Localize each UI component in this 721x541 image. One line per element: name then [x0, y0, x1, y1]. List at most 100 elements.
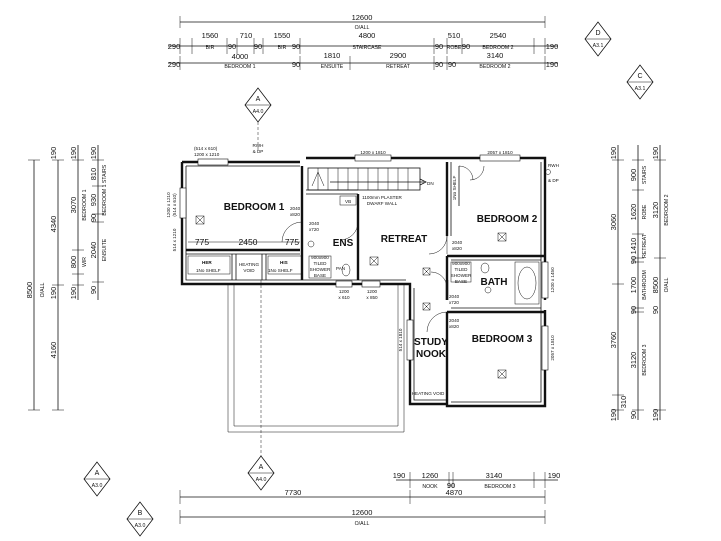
bottom-dimensions: 190 1260 NOOK 90 3140 BEDROOM 3 190 7730… — [179, 471, 561, 527]
dim-t5: 190 — [546, 60, 559, 69]
note-pan: PAN — [336, 266, 345, 271]
ground-floor-outline — [227, 285, 405, 433]
note-rwh-2: RWH — [548, 163, 559, 168]
top-overall-label: O/ALL — [355, 25, 370, 31]
marker-a-bottom: A A4.0 — [247, 280, 275, 491]
note-door-2: 2040 — [309, 221, 320, 226]
left-c-90: 90 — [89, 214, 98, 222]
bottom-190a: 190 — [393, 471, 406, 480]
marker-a-bottom-ref: A4.0 — [256, 477, 267, 483]
dim-bed1-label: BEDROOM 1 — [224, 64, 255, 70]
right-retreat-label: RETREAT — [642, 233, 648, 258]
bath-walls — [445, 256, 545, 314]
bottom-1260: 1260 — [422, 471, 439, 480]
left-overall-label: O/ALL — [40, 283, 46, 298]
bottom-7730: 7730 — [285, 488, 302, 497]
note-shower1: 900x900 — [311, 255, 329, 260]
left-small-2: 90 — [89, 286, 98, 294]
room-bedroom-2: BEDROOM 2 — [477, 214, 538, 225]
note-dp-2: & DP — [548, 178, 559, 183]
note-rwh: RWH — [253, 143, 264, 148]
dim-bir1-label: BIR — [206, 45, 215, 51]
left-dimensions: 8500 O/ALL 4340 4160 3070 BEDROOM 1 800 … — [25, 145, 108, 411]
left-800: 800 — [69, 256, 78, 269]
note-dwarf-wall-1: 1100mm PLASTER — [362, 195, 402, 200]
note-shelf-his: 1No SHELF — [268, 268, 293, 273]
note-shower2b: TILED — [454, 267, 468, 272]
right-90b: 90 — [629, 306, 638, 314]
dim-retreat-label: RETREAT — [386, 64, 411, 70]
left-190b: 190 — [69, 287, 78, 300]
right-3760: 3760 — [609, 332, 618, 349]
door-swings — [281, 221, 448, 333]
room-bath: BATH — [480, 277, 507, 288]
right-900: 900 — [629, 169, 638, 182]
marker-a-left-ref: A3.0 — [92, 483, 103, 489]
note-win-b1-top1: (514 x 610) — [194, 146, 218, 151]
left-c-190: 190 — [89, 147, 98, 160]
note-shower1d: BASE — [314, 273, 326, 278]
bottom-190b: 190 — [548, 471, 561, 480]
note-dim-2450: 2450 — [239, 237, 258, 247]
right-1410: 1410 — [629, 238, 638, 255]
right-bed3-label: BEDROOM 3 — [642, 344, 648, 375]
note-win-ens1b: x 610 — [338, 295, 350, 300]
top-overall-dim: 12600 — [352, 13, 373, 22]
left-overall-dim: 8500 — [25, 282, 34, 299]
right-dimensions: 3060 3760 190 190 310 900 STAIRS 1620 RO… — [609, 145, 670, 421]
dim-bed2a-label: BEDROOM 2 — [482, 45, 513, 51]
dim-t3: 90 — [435, 60, 443, 69]
right-a-190a: 190 — [609, 147, 618, 160]
marker-a-top: A A4.0 — [244, 87, 272, 150]
windows — [179, 154, 549, 371]
dim-ensuite: 1810 — [324, 51, 341, 60]
note-door-4: 2040 — [449, 294, 460, 299]
note-win-b1-side2: (514 x 610) — [172, 193, 177, 217]
marker-c-letter: C — [637, 73, 642, 80]
left-small-1: 190 — [69, 147, 78, 160]
dim-bed2a: 2540 — [490, 31, 507, 40]
note-win-b3-side: 2057 x 1810 — [550, 335, 555, 361]
note-win-b2-side: 1200 x 1450 — [550, 267, 555, 293]
left-bed1-label: BEDROOM 1 — [82, 189, 88, 220]
external-walls — [180, 156, 547, 408]
right-bed2-label: BEDROOM 2 — [664, 194, 670, 225]
note-win-ens2b: x 850 — [366, 295, 378, 300]
bottom-4870: 4870 — [446, 488, 463, 497]
dim-s7: 190 — [546, 42, 559, 51]
note-heating-void-b: VOID — [243, 268, 255, 273]
right-small-2: 90 — [651, 306, 660, 314]
light-fittings — [195, 169, 551, 379]
marker-d-letter: D — [595, 30, 600, 37]
dim-bed2b-label: BEDROOM 2 — [479, 64, 510, 70]
right-stairs-label: STAIRS — [642, 165, 648, 184]
dim-retreat: 2900 — [390, 51, 407, 60]
room-labels: BEDROOM 1 BEDROOM 2 BEDROOM 3 RETREAT EN… — [224, 202, 538, 360]
note-dim-775b: 775 — [285, 237, 299, 247]
room-ens: ENS — [333, 238, 354, 249]
note-vb: VB — [345, 199, 351, 204]
room-bedroom-1: BEDROOM 1 — [224, 202, 285, 213]
dim-t2: 90 — [292, 60, 300, 69]
dim-t4: 90 — [448, 60, 456, 69]
bedroom2-walls — [445, 162, 545, 261]
note-door-5: 2040 — [449, 318, 460, 323]
note-win-b1-side3: 514 x 1210 — [172, 228, 177, 251]
dim-s1: 290 — [168, 42, 181, 51]
left-bed1b-label: BEDROOM 1 — [102, 184, 108, 215]
note-dim-775a: 775 — [195, 237, 209, 247]
dim-s3: 90 — [254, 42, 262, 51]
bottom-3140: 3140 — [486, 471, 503, 480]
dim-s2: 90 — [228, 42, 236, 51]
bottom-overall-dim: 12600 — [352, 508, 373, 517]
staircase — [307, 167, 427, 191]
note-door-1: 2040 — [290, 206, 301, 211]
room-bedroom-3: BEDROOM 3 — [472, 334, 533, 345]
dim-bir1: 1560 — [202, 31, 219, 40]
note-shower2: 900x900 — [452, 261, 470, 266]
note-win-b1-side1: 1200 x 1210 — [166, 192, 171, 218]
bottom-overall-label: O/ALL — [355, 521, 370, 527]
bottom-bed3-label: BEDROOM 3 — [484, 484, 515, 490]
note-dp: & DP — [253, 149, 264, 154]
dim-robe: 510 — [448, 31, 461, 40]
